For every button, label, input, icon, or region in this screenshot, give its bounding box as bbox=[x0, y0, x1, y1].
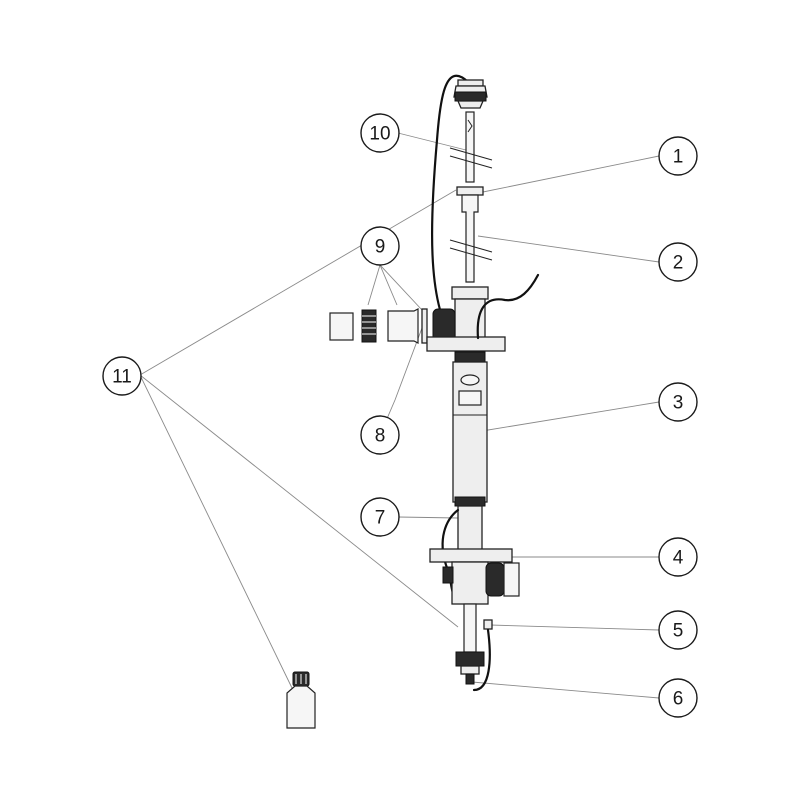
callout-label-10: 10 bbox=[369, 124, 390, 145]
callout-label-6: 6 bbox=[673, 689, 684, 710]
display-window bbox=[458, 390, 482, 406]
cap-nut bbox=[457, 100, 484, 109]
callout-label-5: 5 bbox=[673, 621, 684, 642]
fitting-socket bbox=[387, 308, 419, 344]
sleeve-nut bbox=[456, 186, 484, 196]
callout-1: 1 bbox=[658, 136, 698, 176]
leader-11a bbox=[139, 189, 457, 376]
leader-10 bbox=[397, 132, 467, 151]
fitting-nut bbox=[361, 309, 377, 343]
upper-body bbox=[454, 298, 486, 340]
callout-3: 3 bbox=[658, 382, 698, 422]
bottom-assembly bbox=[455, 603, 493, 692]
callout-label-7: 7 bbox=[375, 508, 386, 529]
sensor-clip bbox=[483, 619, 493, 630]
callout-label-8: 8 bbox=[375, 426, 386, 447]
leader-9c bbox=[379, 264, 423, 311]
leader-7 bbox=[397, 516, 459, 519]
upper-union-nut bbox=[432, 308, 456, 342]
bottom-cap bbox=[455, 651, 485, 667]
callout-label-9: 9 bbox=[375, 237, 386, 258]
lower-tube bbox=[457, 505, 483, 552]
leader-5 bbox=[489, 624, 660, 631]
upper-bracket bbox=[426, 336, 506, 352]
callout-2: 2 bbox=[658, 242, 698, 282]
lamp-break-2 bbox=[449, 155, 493, 169]
callout-7: 7 bbox=[360, 497, 400, 537]
callout-5: 5 bbox=[658, 610, 698, 650]
leader-lines bbox=[139, 132, 660, 699]
cable-bottom bbox=[472, 628, 491, 692]
callout-8: 8 bbox=[360, 415, 400, 455]
lower-connector bbox=[454, 496, 486, 507]
callout-label-11: 11 bbox=[112, 367, 132, 388]
upper-collar bbox=[451, 286, 489, 300]
fitting-tail bbox=[329, 312, 354, 341]
sleeve-break-2 bbox=[449, 247, 493, 261]
callout-4: 4 bbox=[658, 537, 698, 577]
indicator-lamp bbox=[460, 374, 480, 386]
bottom-tube bbox=[463, 603, 477, 653]
fitting-nut-ribs bbox=[362, 315, 376, 335]
upper-head bbox=[426, 273, 540, 363]
lower-union-nut bbox=[485, 562, 505, 597]
uv-lamp bbox=[449, 111, 493, 183]
leader-6 bbox=[471, 681, 660, 699]
callout-label-2: 2 bbox=[673, 253, 684, 274]
fitting-gasket bbox=[421, 308, 428, 344]
leader-9b bbox=[379, 264, 398, 306]
callout-6: 6 bbox=[658, 678, 698, 718]
leader-1 bbox=[477, 155, 660, 194]
callout-label-3: 3 bbox=[673, 393, 684, 414]
leader-11b bbox=[139, 374, 459, 628]
lamp-tube bbox=[465, 111, 475, 183]
lamp-break-1 bbox=[449, 147, 493, 161]
fitting-set bbox=[329, 308, 428, 344]
callout-label-1: 1 bbox=[673, 147, 684, 168]
lower-bracket bbox=[429, 548, 513, 563]
callout-10: 10 bbox=[360, 113, 400, 153]
cable-upper bbox=[476, 273, 540, 340]
lower-chamber bbox=[429, 505, 520, 605]
main-chamber bbox=[452, 361, 488, 507]
lower-outlet bbox=[503, 562, 520, 597]
leader-11c bbox=[139, 374, 293, 689]
lamp-filament bbox=[467, 119, 473, 133]
callout-9: 9 bbox=[360, 226, 400, 266]
leader-9a bbox=[367, 264, 381, 306]
upper-connector bbox=[454, 351, 486, 363]
leader-2 bbox=[477, 235, 660, 263]
bottom-cap-base bbox=[460, 665, 480, 675]
cable-top bbox=[430, 74, 470, 340]
bottle-cap-ribs bbox=[295, 674, 307, 684]
lamp-cap-top bbox=[430, 74, 488, 340]
grease-bottle bbox=[286, 671, 316, 729]
lower-body bbox=[451, 561, 489, 605]
lower-drain bbox=[442, 566, 454, 584]
leader-3 bbox=[475, 401, 660, 433]
quartz-sleeve bbox=[449, 186, 493, 283]
sleeve-tube bbox=[461, 194, 479, 283]
cap-ring bbox=[454, 91, 487, 102]
bottle-body bbox=[286, 685, 316, 729]
callout-11: 11 bbox=[102, 356, 142, 396]
sleeve-break-1 bbox=[449, 239, 493, 253]
callout-label-4: 4 bbox=[673, 548, 684, 569]
cap-plug bbox=[457, 79, 484, 87]
bottom-plug bbox=[465, 673, 475, 685]
